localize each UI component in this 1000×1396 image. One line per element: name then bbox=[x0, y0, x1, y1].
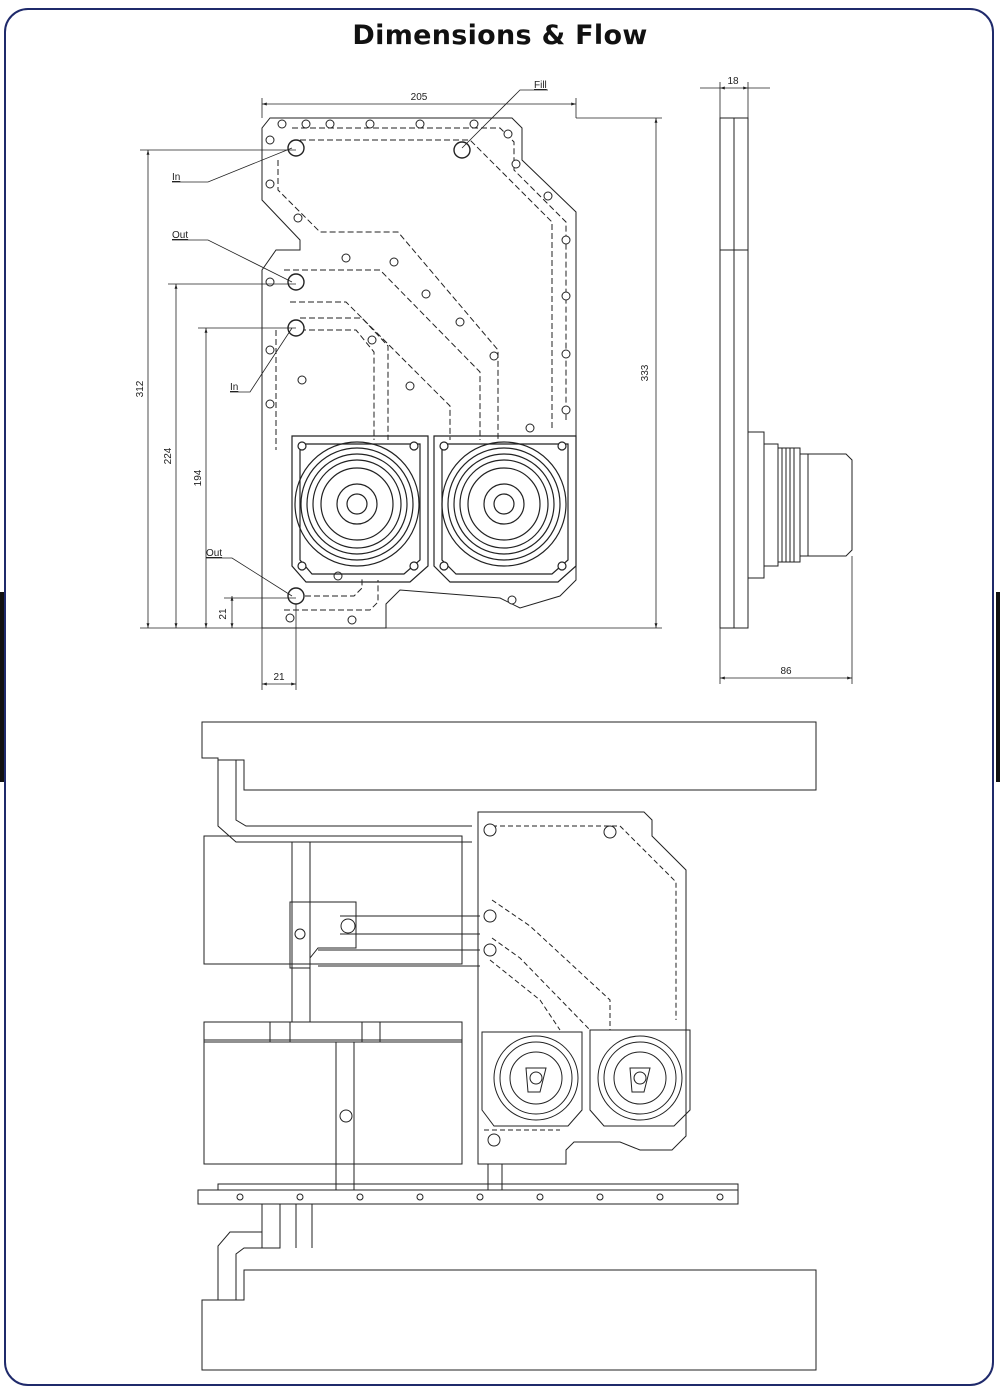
port-fill bbox=[453, 141, 471, 159]
dim-port-out-mid: 224 bbox=[163, 447, 174, 464]
left-edge-bar bbox=[0, 592, 4, 782]
channel-mid-1 bbox=[300, 329, 375, 440]
mounting-bar-holes bbox=[236, 1193, 724, 1201]
label-in-top: In bbox=[172, 172, 180, 183]
tube-horizontal-1 bbox=[340, 915, 480, 935]
tube-bottom bbox=[217, 1204, 281, 1300]
front-view bbox=[261, 117, 577, 629]
front-dimension-texts: 205 333 312 224 194 21 21 Fill In Out In… bbox=[135, 80, 651, 683]
pump-housing-left bbox=[291, 435, 429, 583]
side-view bbox=[719, 117, 853, 629]
component-block-lower bbox=[203, 1039, 463, 1165]
dim-thickness: 18 bbox=[727, 76, 739, 87]
channel-top bbox=[292, 127, 567, 420]
front-dimension-lines bbox=[140, 89, 662, 690]
label-in-mid: In bbox=[230, 382, 238, 393]
side-pump-flange bbox=[747, 431, 765, 579]
port-in-top bbox=[287, 139, 305, 157]
tube-vertical-center bbox=[335, 1042, 355, 1190]
flow-pump-right bbox=[589, 1029, 691, 1127]
channel-diagonal-3 bbox=[290, 301, 451, 440]
port-out-bottom bbox=[287, 587, 305, 605]
dim-port-offset-x: 21 bbox=[273, 672, 285, 683]
label-out-bottom: Out bbox=[206, 548, 222, 559]
component-band bbox=[203, 1021, 463, 1043]
side-dimension-lines bbox=[700, 82, 853, 684]
side-pump-threads bbox=[781, 448, 795, 562]
dim-port-out-bottom: 21 bbox=[218, 608, 229, 620]
label-out-mid: Out bbox=[172, 230, 188, 241]
pump-housing-right bbox=[433, 435, 577, 583]
dim-port-in-top: 312 bbox=[135, 380, 146, 397]
bolt-holes bbox=[265, 119, 571, 625]
component-block bbox=[203, 835, 463, 965]
flow-assembly-view bbox=[197, 721, 817, 1371]
dim-height-total: 333 bbox=[640, 364, 651, 381]
plate-outline bbox=[261, 117, 577, 629]
tube-horizontal-2 bbox=[318, 949, 480, 967]
page-frame bbox=[4, 8, 994, 1386]
channel-diagonal-1 bbox=[277, 160, 499, 440]
dim-depth: 86 bbox=[780, 666, 792, 677]
dim-port-in-mid: 194 bbox=[193, 469, 204, 486]
distribution-plate bbox=[477, 811, 687, 1165]
radiator-top bbox=[201, 721, 817, 791]
plate-ports bbox=[483, 823, 617, 1147]
fitting-block bbox=[289, 901, 357, 969]
flow-pump-left bbox=[481, 1031, 583, 1127]
dim-width: 205 bbox=[411, 92, 428, 103]
channel-bottom-2 bbox=[296, 578, 363, 597]
port-out-mid bbox=[287, 273, 305, 291]
side-pump-body bbox=[800, 453, 853, 557]
port-circles bbox=[287, 139, 471, 605]
label-fill: Fill bbox=[534, 80, 547, 91]
channel-mid-2 bbox=[300, 317, 389, 440]
tube-top bbox=[217, 760, 472, 843]
tube-vertical-left bbox=[291, 842, 311, 1022]
page-title: Dimensions & Flow bbox=[352, 20, 648, 51]
channel-bottom bbox=[284, 580, 379, 611]
channel-diagonal-2 bbox=[284, 269, 481, 440]
channel-top-inner bbox=[300, 139, 553, 430]
radiator-bottom bbox=[201, 1269, 817, 1371]
right-edge-bar bbox=[996, 592, 1000, 782]
